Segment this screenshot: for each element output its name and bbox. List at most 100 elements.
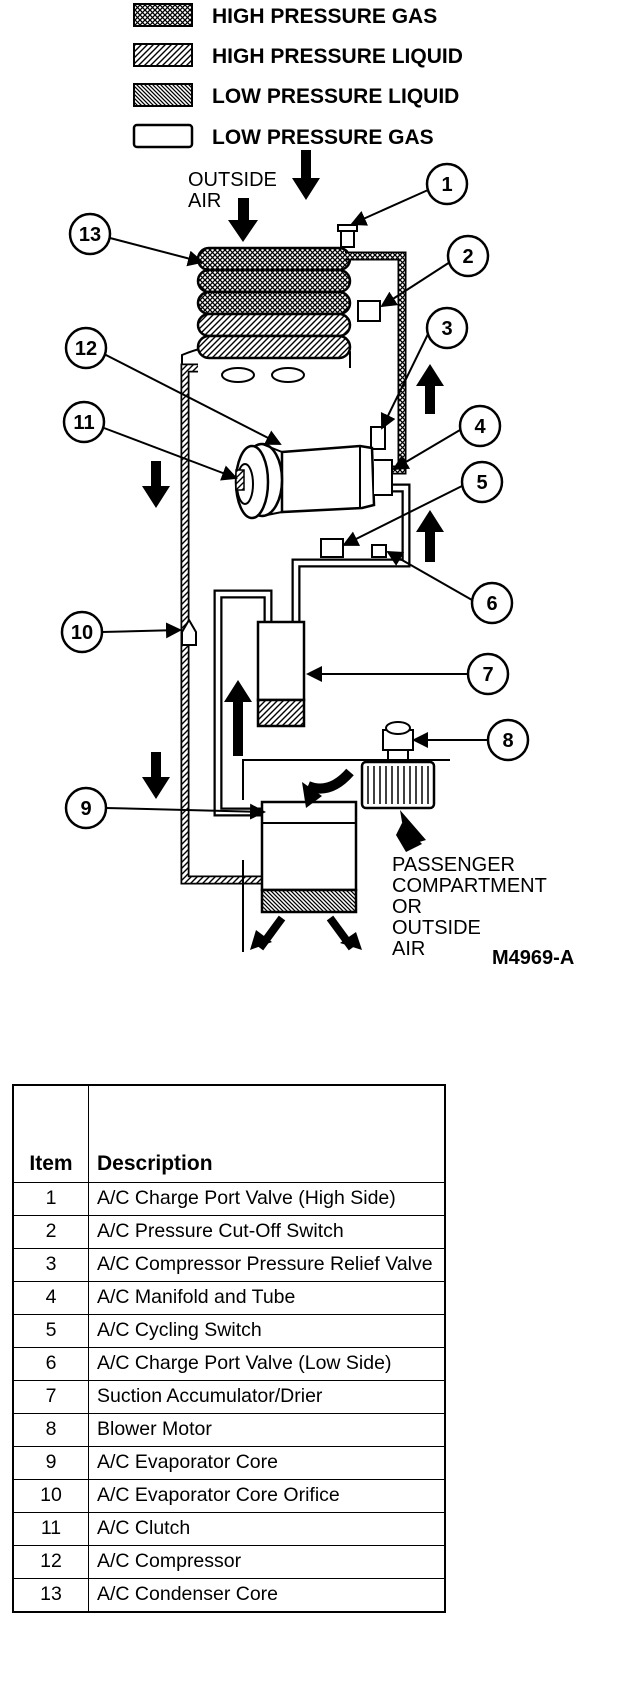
callout-2-number: 2 [462, 246, 473, 268]
callout-4: 4 [458, 404, 502, 448]
ac-system-diagram: HIGH PRESSURE GAS HIGH PRESSURE LIQUID L… [60, 3, 574, 969]
callout-5-number: 5 [476, 472, 487, 494]
airflow-arrows [142, 150, 444, 852]
callout-1: 1 [425, 162, 469, 206]
callout-3: 3 [425, 306, 469, 350]
item-description: A/C Compressor [88, 1545, 446, 1579]
item-number: 10 [12, 1479, 89, 1513]
leader-lines [101, 189, 488, 820]
callouts: 1 2 3 4 5 6 7 8 9 10 11 12 13 [60, 162, 530, 830]
table-header-description: Description [88, 1084, 446, 1183]
item-number: 8 [12, 1413, 89, 1447]
accumulator [256, 620, 306, 728]
callout-6: 6 [470, 581, 514, 625]
callout-10-number: 10 [71, 622, 93, 644]
arrow-down-icon [142, 752, 170, 799]
item-description: A/C Condenser Core [88, 1578, 446, 1613]
arrow-down-icon [228, 198, 258, 242]
item-description: A/C Charge Port Valve (Low Side) [88, 1347, 446, 1381]
item-number: 7 [12, 1380, 89, 1414]
arrow-down-icon [142, 461, 170, 508]
evaporator-orifice [181, 618, 197, 646]
callout-12-number: 12 [75, 338, 97, 360]
item-number: 13 [12, 1578, 89, 1613]
outside-air-label-line1: OUTSIDE [188, 169, 277, 191]
callout-6-number: 6 [486, 593, 497, 615]
clutch [234, 442, 284, 520]
callout-7-number: 7 [482, 664, 493, 686]
callout-11: 11 [62, 400, 106, 444]
item-number: 6 [12, 1347, 89, 1381]
item-number: 3 [12, 1248, 89, 1282]
low-side-charge-port [371, 544, 387, 558]
callout-7: 7 [466, 652, 510, 696]
figure-code: M4969-A [492, 947, 574, 969]
callout-3-number: 3 [441, 318, 452, 340]
passenger-label-line4: OUTSIDE [392, 917, 481, 939]
callout-8-number: 8 [502, 730, 513, 752]
item-number: 5 [12, 1314, 89, 1348]
legend-label-high-pressure-gas: HIGH PRESSURE GAS [212, 5, 437, 28]
arrow-up-icon [224, 680, 252, 756]
legend-swatch-low-pressure-gas [132, 123, 194, 149]
item-number: 1 [12, 1182, 89, 1216]
item-description: A/C Pressure Cut-Off Switch [88, 1215, 446, 1249]
callout-8: 8 [486, 718, 530, 762]
legend-label-low-pressure-gas: LOW PRESSURE GAS [212, 126, 434, 149]
callout-13-number: 13 [79, 224, 101, 246]
callout-9-number: 9 [80, 798, 91, 820]
item-description: A/C Cycling Switch [88, 1314, 446, 1348]
outside-air-label-line2: AIR [188, 190, 221, 212]
arrow-up-icon [416, 364, 444, 414]
condenser-core [181, 246, 352, 383]
cycling-switch [320, 538, 344, 558]
legend-label-low-pressure-liquid: LOW PRESSURE LIQUID [212, 85, 459, 108]
callout-9: 9 [64, 786, 108, 830]
item-description: A/C Evaporator Core [88, 1446, 446, 1480]
legend-swatch-low-pressure-liquid [133, 83, 193, 107]
callout-4-number: 4 [474, 416, 486, 438]
table-header-row: Item Description [12, 1084, 446, 1183]
compressor [280, 444, 393, 514]
callout-2: 2 [446, 234, 490, 278]
arrow-up-icon [416, 510, 444, 562]
callout-12: 12 [64, 326, 108, 370]
arrow-up-icon [400, 810, 426, 846]
callout-13: 13 [68, 212, 112, 256]
item-number: 4 [12, 1281, 89, 1315]
passenger-label-line1: PASSENGER [392, 854, 515, 876]
passenger-label-line5: AIR [392, 938, 425, 960]
item-number: 2 [12, 1215, 89, 1249]
callout-10: 10 [60, 610, 104, 654]
item-description: A/C Charge Port Valve (High Side) [88, 1182, 446, 1216]
pressure-relief-valve [370, 426, 386, 450]
legend: HIGH PRESSURE GAS HIGH PRESSURE LIQUID L… [132, 3, 463, 149]
callout-5: 5 [460, 460, 504, 504]
item-number: 9 [12, 1446, 89, 1480]
passenger-label-line2: COMPARTMENT [392, 875, 547, 897]
item-description: Blower Motor [88, 1413, 446, 1447]
item-number: 12 [12, 1545, 89, 1579]
callout-1-number: 1 [441, 174, 452, 196]
passenger-label-line3: OR [392, 896, 422, 918]
callout-11-number: 11 [73, 412, 94, 434]
table-header-item: Item [12, 1084, 89, 1183]
item-description: A/C Manifold and Tube [88, 1281, 446, 1315]
legend-swatch-high-pressure-gas [133, 3, 193, 27]
legend-label-high-pressure-liquid: HIGH PRESSURE LIQUID [212, 45, 463, 68]
item-description: A/C Compressor Pressure Relief Valve [88, 1248, 446, 1282]
pressure-cutoff-switch [357, 300, 381, 322]
